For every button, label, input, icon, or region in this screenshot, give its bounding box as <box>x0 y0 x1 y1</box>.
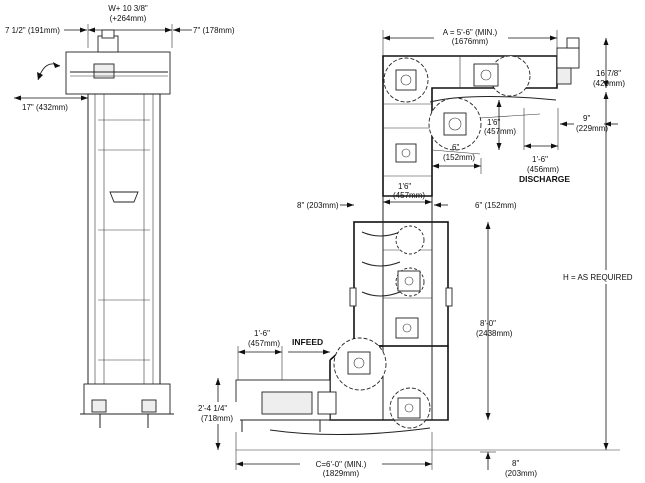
a-dimension-mm: (1676mm) <box>452 37 489 46</box>
nine-inch-mm: (229mm) <box>576 124 608 133</box>
discharge-width-mm: (456mm) <box>527 165 559 174</box>
mid-gap-mm: (457mm) <box>393 191 425 200</box>
h-required-label: H = AS REQUIRED <box>563 273 633 282</box>
six-inch-mm: (152mm) <box>443 153 475 162</box>
base-height-mm: (718mm) <box>201 414 233 423</box>
infeed-label: INFEED <box>292 337 323 347</box>
motor-height-mm: (429mm) <box>593 79 625 88</box>
side-view: A = 5'-6" (MIN.) (1676mm) <box>196 28 642 478</box>
top-width-label: W+ 10 3/8" <box>108 4 148 13</box>
c-dimension-mm: (1829mm) <box>323 469 360 478</box>
head-gap-mm: (457mm) <box>484 127 516 136</box>
mid-left-label: 8" (203mm) <box>297 201 339 210</box>
foot-label: 8" <box>512 459 519 468</box>
base-height-label: 2'-4 1/4" <box>198 404 227 413</box>
height-label: 8'-0" <box>480 319 496 328</box>
foot-mm: (203mm) <box>505 469 537 478</box>
head-gap-label: 1'6" <box>487 118 500 127</box>
six-inch-label: 6" <box>452 143 459 152</box>
c-dimension-label: C=6'-0" (MIN.) <box>316 460 367 469</box>
top-width-mm: (+264mm) <box>110 14 147 23</box>
motor-height-label: 16 7/8" <box>596 69 621 78</box>
mid-right-label: 6" (152mm) <box>475 201 517 210</box>
discharge-width-label: 1'-6" <box>532 155 548 164</box>
end-view: W+ 10 3/8" (+264mm) 7 1/2" (191mm) 7" (1… <box>5 4 235 428</box>
infeed-width-label: 1'-6" <box>254 329 270 338</box>
a-dimension-label: A = 5'-6" (MIN.) <box>443 28 498 37</box>
mid-gap-label: 1'6" <box>398 182 411 191</box>
nine-inch-label: 9" <box>583 114 590 123</box>
side-bottom-label: 17" (432mm) <box>22 103 68 112</box>
side-right-label: 7" (178mm) <box>193 26 235 35</box>
discharge-label: DISCHARGE <box>519 174 570 184</box>
infeed-width-mm: (457mm) <box>248 339 280 348</box>
height-mm: (2438mm) <box>476 329 513 338</box>
side-width-label: 7 1/2" (191mm) <box>5 26 60 35</box>
